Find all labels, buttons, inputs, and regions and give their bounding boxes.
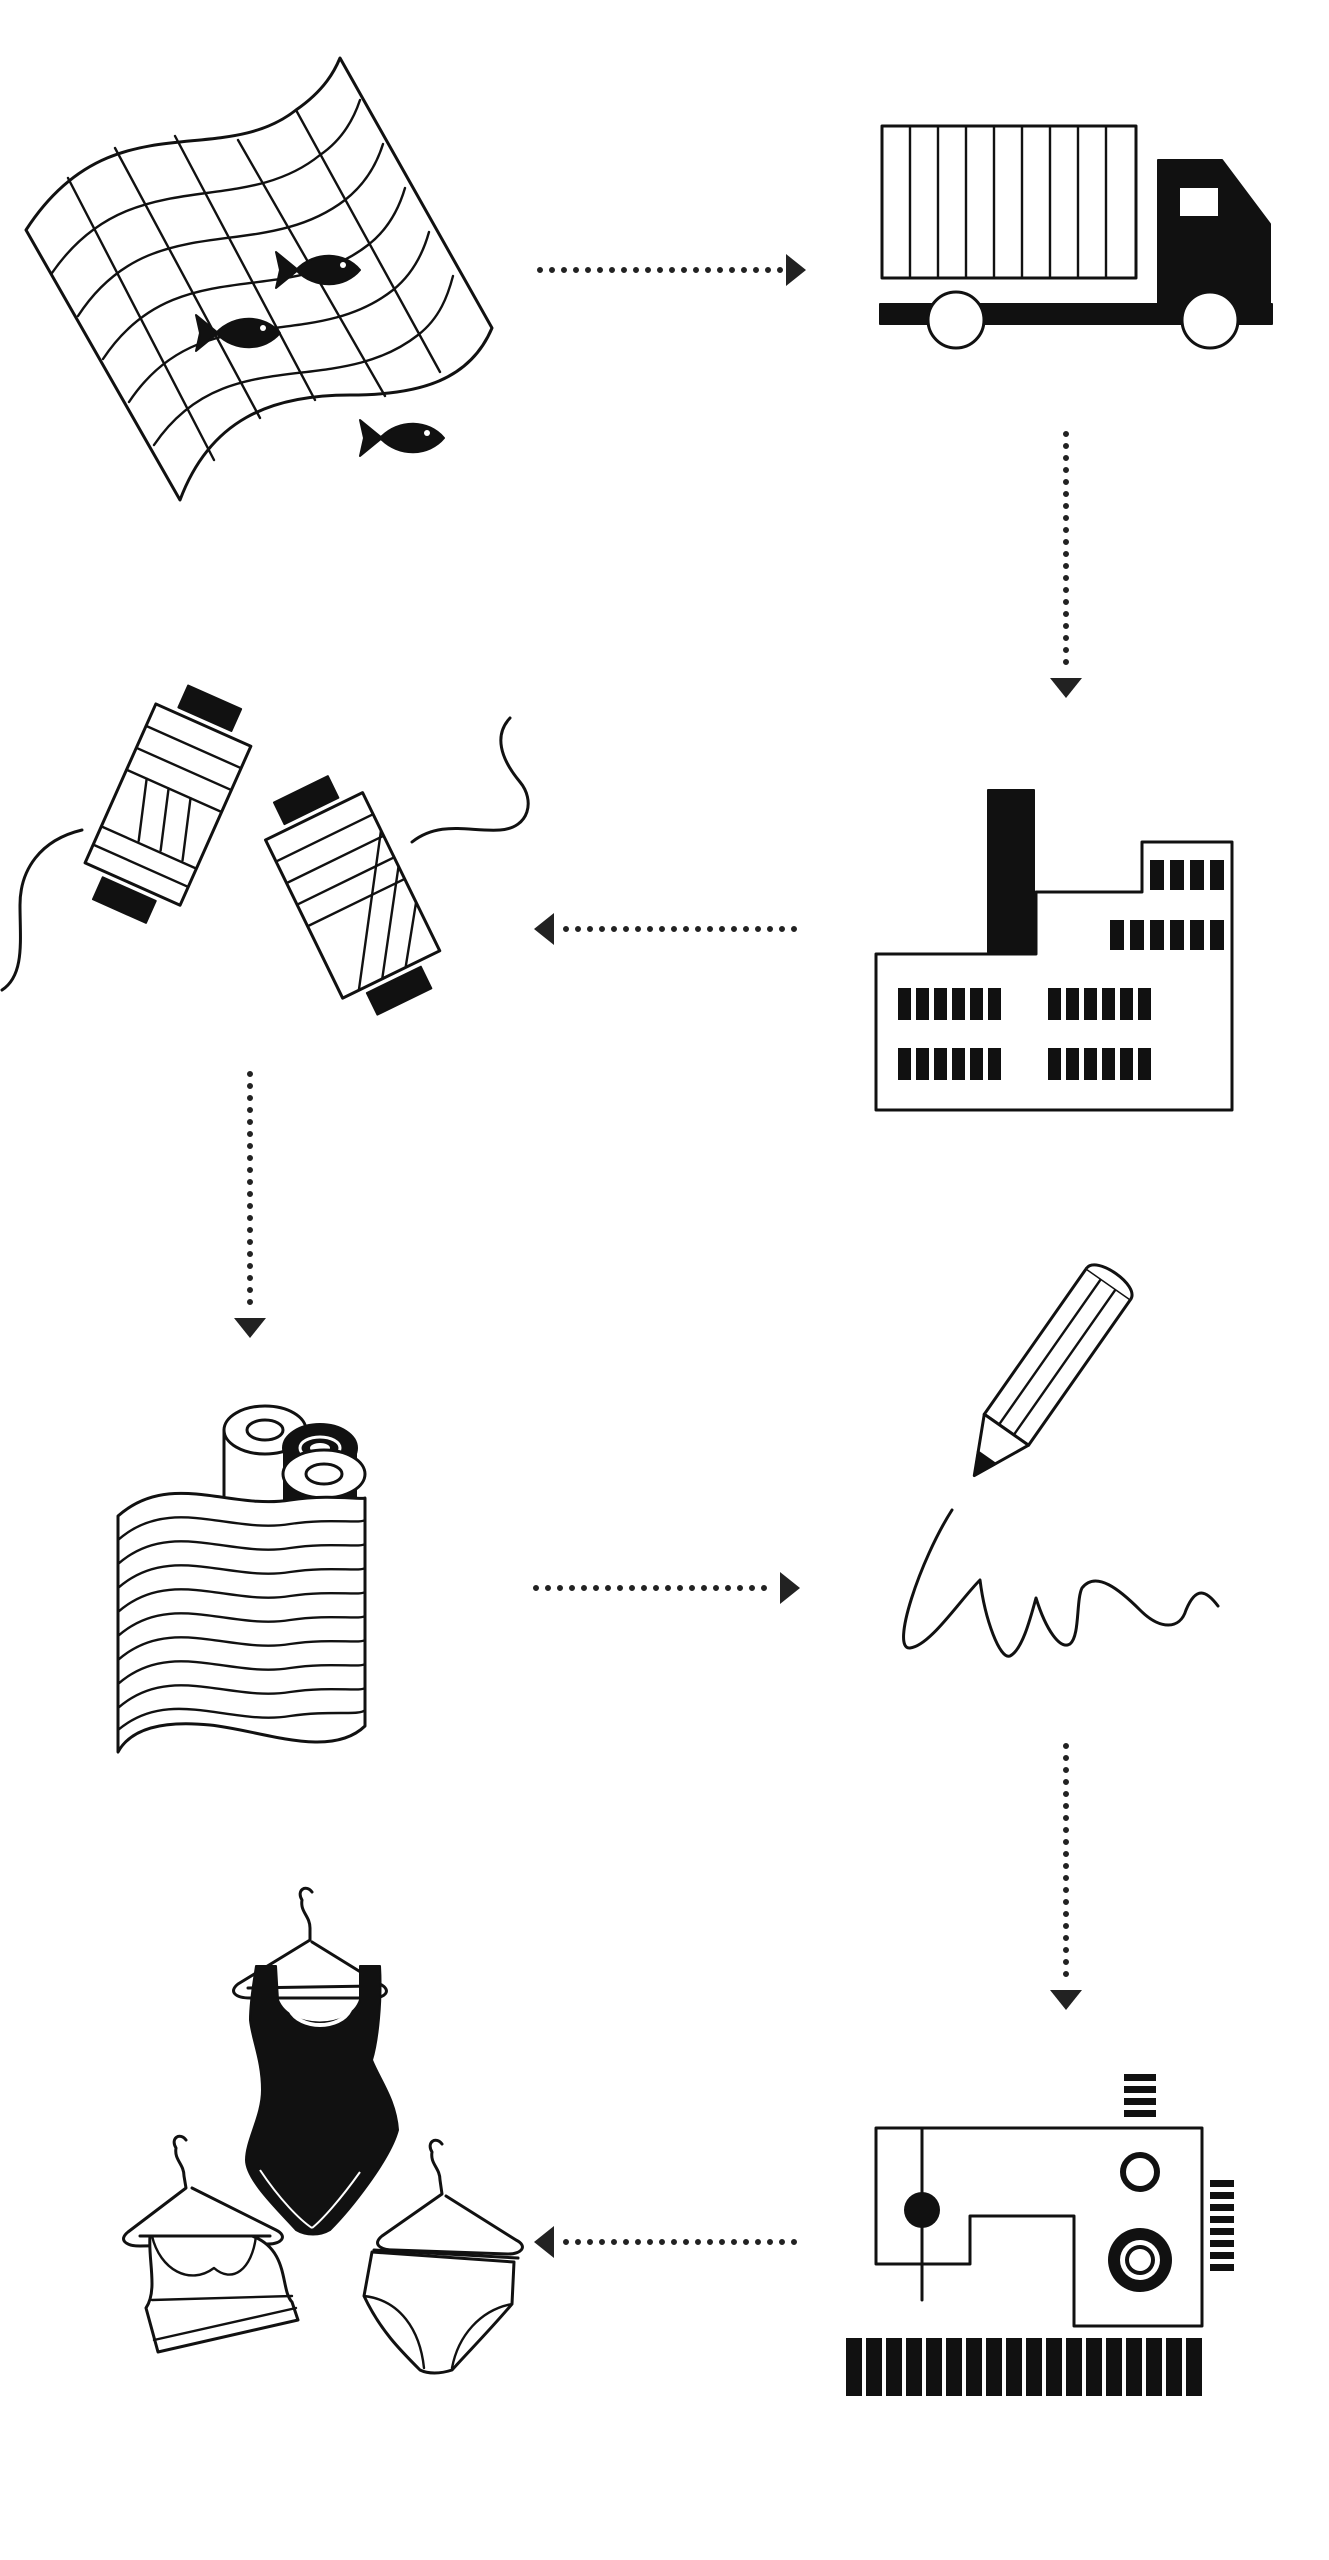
truck-icon (879, 124, 1273, 350)
pencil-design-icon (902, 1263, 1220, 1658)
arrow-yarn-to-fabric (234, 1071, 266, 1338)
arrow-factory-to-yarn (534, 913, 797, 945)
arrow-fabric-to-pencil (533, 1572, 800, 1604)
yarn-spools-icon (0, 684, 530, 1016)
fish-icon (359, 419, 445, 457)
arrow-truck-to-factory (1050, 431, 1082, 698)
factory-icon (874, 789, 1234, 1112)
sewing-machine-icon (846, 2074, 1234, 2396)
arrow-net-to-truck (537, 254, 806, 286)
arrow-sewing-to-swimwear (534, 2226, 797, 2258)
arrow-pencil-to-sewing (1050, 1743, 1082, 2010)
swimwear-icon (122, 1886, 524, 2375)
fish-icon (195, 314, 281, 352)
fabric-rolls-icon (116, 1404, 367, 1754)
fishing-net-icon (24, 56, 494, 502)
fish-icon (275, 251, 361, 289)
